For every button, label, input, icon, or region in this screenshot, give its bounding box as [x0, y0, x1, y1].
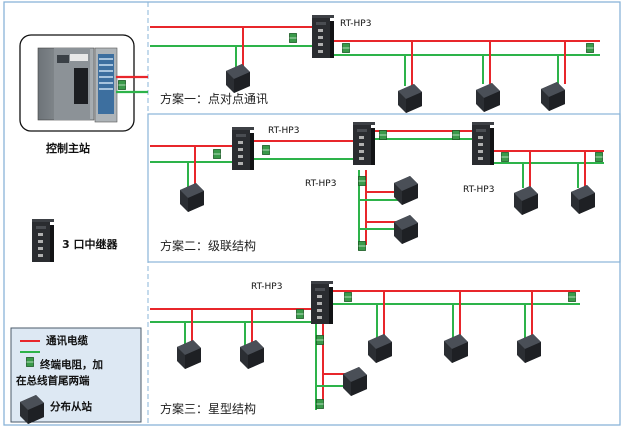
scheme3-repeater-label: RT-HP3 [251, 282, 282, 292]
slave-station-icon [343, 367, 367, 396]
slave-station-icon [394, 215, 418, 244]
slave-station-icon [541, 82, 565, 111]
legend-terminator-label-2: 在总线首尾两端 [16, 374, 90, 387]
terminator-legend-icon [26, 357, 34, 367]
master-station [19, 34, 135, 132]
repeater-legend-label: 3 口中继器 [62, 237, 118, 251]
scheme2-network [150, 122, 604, 251]
slave-station-icon [476, 83, 500, 112]
legend-slave-label: 分布从站 [50, 400, 92, 413]
scheme2-frame [147, 113, 621, 263]
legend-cable-label: 通讯电缆 [46, 334, 88, 347]
scheme1-label: 方案一：点对点通讯 [160, 91, 268, 106]
slave-station-icon [398, 84, 422, 113]
scheme3-label: 方案三：星型结构 [160, 401, 256, 416]
terminator-icon [118, 80, 126, 90]
scheme1-network [150, 15, 600, 113]
repeater-icon [312, 15, 334, 58]
slave-station-icon [240, 340, 264, 369]
repeater-icon [353, 122, 375, 165]
scheme1-repeater-label: RT-HP3 [340, 19, 371, 29]
slave-station-icon [514, 186, 538, 215]
repeater-legend-icon [32, 219, 54, 262]
scheme2-label: 方案二：级联结构 [160, 238, 256, 253]
repeater-icon [232, 127, 254, 170]
legend-terminator-label-1: 终端电阻，加 [40, 358, 103, 371]
scheme3-network [150, 281, 580, 410]
slave-station-icon [368, 334, 392, 363]
repeater-icon [311, 281, 333, 324]
scheme2-repeater3-label: RT-HP3 [463, 185, 494, 195]
slave-station-icon [180, 183, 204, 212]
slave-station-icon [177, 340, 201, 369]
legend-box [10, 327, 142, 424]
slave-station-icon [517, 334, 541, 363]
slave-station-icon [571, 185, 595, 214]
scheme2-repeater2-label: RT-HP3 [305, 179, 336, 189]
slave-station-icon [444, 334, 468, 363]
scheme2-repeater1-label: RT-HP3 [268, 126, 299, 136]
master-station-label: 控制主站 [46, 141, 90, 155]
repeater-icon [472, 122, 494, 165]
slave-station-icon [226, 64, 250, 93]
